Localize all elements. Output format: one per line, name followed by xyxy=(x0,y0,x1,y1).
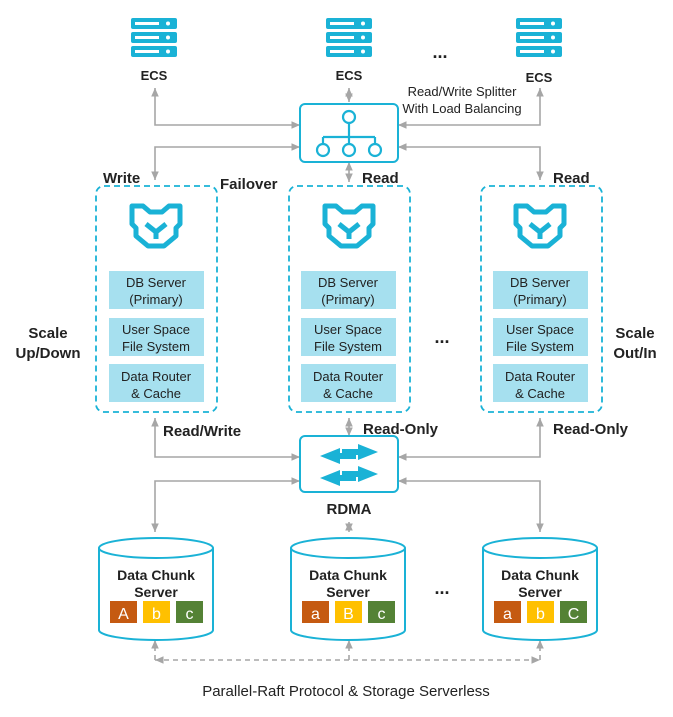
chunk-block xyxy=(110,601,137,623)
polardb-icon xyxy=(325,206,373,246)
storage-server: Data Chunk Server a B c xyxy=(290,537,406,641)
db-server-box xyxy=(301,271,396,309)
chunk-label: b xyxy=(152,606,161,623)
read-label-right: Read xyxy=(553,170,590,187)
router-label: Data Router xyxy=(313,369,384,384)
switch-arrows-icon xyxy=(320,444,378,486)
server-icon xyxy=(326,18,372,57)
fs-label-2: File System xyxy=(506,339,574,354)
fs-label: User Space xyxy=(314,322,382,337)
ecs-group: ECS ECS ECS ... xyxy=(131,18,562,85)
chunk-block xyxy=(527,601,554,623)
file-system-box xyxy=(493,318,588,356)
router-label-2: & Cache xyxy=(131,386,181,401)
read-label-middle: Read xyxy=(362,170,399,187)
chunk-label: A xyxy=(118,606,129,623)
data-router-box xyxy=(301,364,396,402)
chunk-label: C xyxy=(568,606,580,623)
db-node: DB Server (Primary) User Space File Syst… xyxy=(480,185,603,413)
connectors xyxy=(151,88,544,664)
chunk-block xyxy=(560,601,587,623)
chunk-block xyxy=(176,601,203,623)
storage-ellipsis: ... xyxy=(434,578,449,598)
file-system-box xyxy=(301,318,396,356)
db-node: DB Server (Primary) User Space File Syst… xyxy=(288,185,411,413)
data-router-box xyxy=(109,364,204,402)
ecs-ellipsis: ... xyxy=(432,42,447,62)
db-server-label: DB Server xyxy=(510,275,571,290)
fs-label-2: File System xyxy=(122,339,190,354)
chunk-label: a xyxy=(311,606,320,623)
storage-label-2: Server xyxy=(518,584,562,600)
failover-label: Failover xyxy=(220,176,278,193)
db-role-label: (Primary) xyxy=(321,292,374,307)
splitter: Read/Write Splitter With Load Balancing xyxy=(299,84,522,163)
db-server-label: DB Server xyxy=(126,275,187,290)
db-role-label: (Primary) xyxy=(513,292,566,307)
polardb-icon xyxy=(132,206,180,246)
load-balancer-icon xyxy=(315,109,383,158)
db-role-label: (Primary) xyxy=(129,292,182,307)
scale-right-label: Scale xyxy=(615,325,654,342)
scale-left-label-2: Up/Down xyxy=(16,345,81,362)
router-label-2: & Cache xyxy=(323,386,373,401)
storage-label: Data Chunk xyxy=(309,567,387,583)
chunk-label: a xyxy=(503,606,512,623)
data-router-box xyxy=(493,364,588,402)
ecs-label: ECS xyxy=(526,70,553,85)
chunk-label: c xyxy=(186,606,194,623)
storage-label-2: Server xyxy=(134,584,178,600)
fs-label-2: File System xyxy=(314,339,382,354)
chunk-label: B xyxy=(343,606,354,623)
footer-caption: Parallel-Raft Protocol & Storage Serverl… xyxy=(202,683,490,700)
db-server-box xyxy=(109,271,204,309)
scale-right-label-2: Out/In xyxy=(613,345,656,362)
db-server-label: DB Server xyxy=(318,275,379,290)
chunk-block xyxy=(302,601,329,623)
chunk-block xyxy=(368,601,395,623)
db-node: DB Server (Primary) User Space File Syst… xyxy=(95,185,218,413)
chunk-block xyxy=(494,601,521,623)
chunk-label: c xyxy=(378,606,386,623)
storage-server: Data Chunk Server a b C xyxy=(482,537,598,641)
rdma-label: RDMA xyxy=(327,501,372,518)
splitter-label-2: With Load Balancing xyxy=(402,101,521,116)
router-label: Data Router xyxy=(505,369,576,384)
storage-label-2: Server xyxy=(326,584,370,600)
scale-left-label: Scale xyxy=(28,325,67,342)
node-ellipsis: ... xyxy=(434,327,449,347)
fs-label: User Space xyxy=(122,322,190,337)
db-server-box xyxy=(493,271,588,309)
polardb-icon xyxy=(516,206,564,246)
read-write-label: Read/Write xyxy=(163,423,241,440)
chunk-block xyxy=(335,601,362,623)
router-label: Data Router xyxy=(121,369,192,384)
storage-label: Data Chunk xyxy=(501,567,579,583)
rdma-switch: RDMA xyxy=(299,435,399,518)
chunk-block xyxy=(143,601,170,623)
file-system-box xyxy=(109,318,204,356)
storage-label: Data Chunk xyxy=(117,567,195,583)
read-only-label-middle: Read-Only xyxy=(363,421,439,438)
ecs-label: ECS xyxy=(336,68,363,83)
router-label-2: & Cache xyxy=(515,386,565,401)
ecs-label: ECS xyxy=(141,68,168,83)
server-icon xyxy=(131,18,177,57)
storage-server: Data Chunk Server A b c xyxy=(98,537,214,641)
read-only-label-right: Read-Only xyxy=(553,421,629,438)
write-label: Write xyxy=(103,170,140,187)
chunk-label: b xyxy=(536,606,545,623)
server-icon xyxy=(516,18,562,57)
splitter-label-1: Read/Write Splitter xyxy=(408,84,518,99)
fs-label: User Space xyxy=(506,322,574,337)
